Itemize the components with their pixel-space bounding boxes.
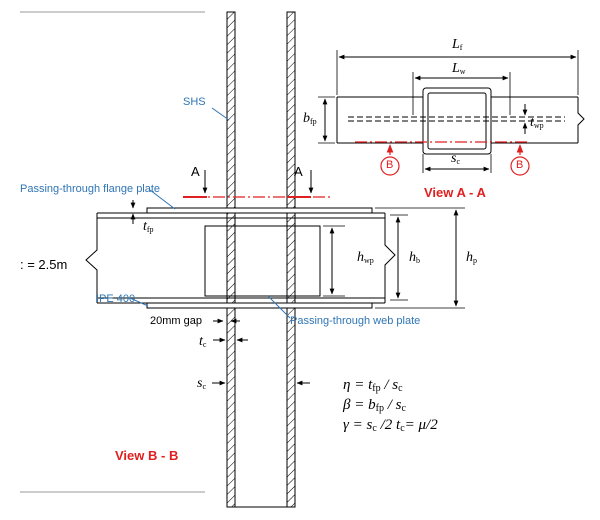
beam-label: IPE 400 [96,293,136,305]
dim-sc-label-view-a: sc [451,151,461,166]
section-marker-b-left: B [386,159,394,171]
shs-column [226,11,296,508]
flange-plate-label: Passing-through flange plate [20,183,161,195]
equation-gamma: γ = sc /2 tc= μ/2 [343,417,438,434]
equation-eta: η = tfp / sc [343,377,403,394]
view-aa-drawing [336,87,585,176]
dim-tc-label: tc [199,334,207,349]
dim-tfp-label: tfp [143,219,154,234]
flange-plate-leader [149,189,176,210]
web-plate-label: Passing-through web plate [290,315,421,327]
web-plate [204,225,321,297]
dim-twp-label: twp [530,115,544,130]
dim-sc-label-view-b: sc [197,376,207,391]
beam-leader [129,297,149,307]
section-marker-b-right: B [516,159,524,171]
dim-lw-label: Lw [452,61,466,76]
section-marker-a-left: A [191,164,200,179]
dim-hb-label: hb [409,250,420,265]
dim-lf-label: Lf [452,37,463,52]
dim-bfp-label: bfp [303,111,317,126]
section-marker-a-right: A [294,164,303,179]
view-bb-title: View B - B [115,448,179,463]
bottom-flange-plate [146,302,373,309]
top-flange-plate [146,207,373,214]
shs-leader [211,107,230,121]
gap-label: 20mm gap [150,315,202,327]
section-line-aa [183,170,330,198]
web-plate-leader [267,295,291,319]
dim-hwp-label: hwp [357,250,374,265]
view-aa-title: View A - A [424,185,486,200]
dim-hp-label: hp [466,250,477,265]
shs-label: SHS [183,96,206,108]
span-label: : = 2.5m [20,257,68,272]
equation-beta: β = bfp / sc [343,397,406,414]
